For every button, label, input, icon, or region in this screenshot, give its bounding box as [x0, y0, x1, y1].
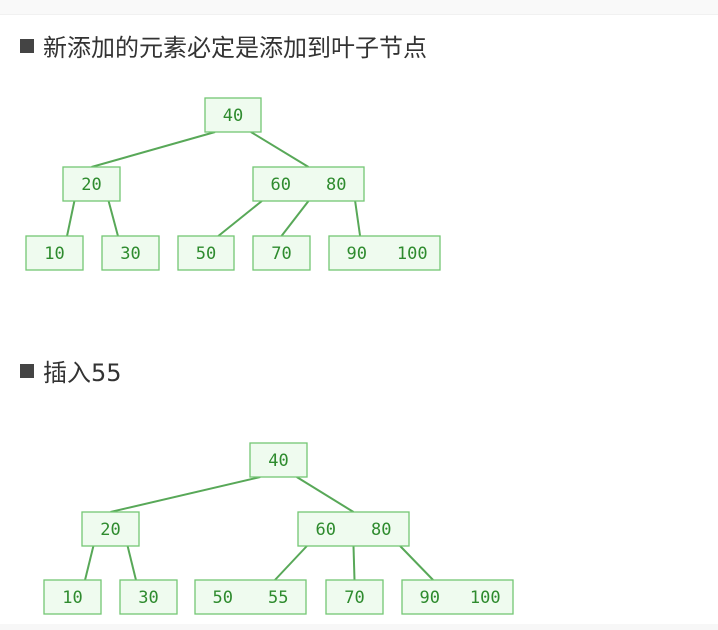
tree-node: 20 [62, 166, 121, 202]
tree-node: 40 [249, 442, 308, 478]
node-key: 50 [196, 244, 216, 264]
tree-edge [399, 545, 434, 581]
node-box [252, 235, 311, 271]
tree-node: 70 [252, 235, 311, 271]
node-key: 60 [271, 175, 291, 195]
square-bullet-icon [20, 38, 34, 53]
node-box [325, 579, 384, 615]
tree-node: 60 80 [252, 166, 365, 202]
node-box [204, 97, 262, 133]
tree-edge [91, 131, 216, 168]
node-key: 30 [120, 244, 140, 264]
node-box [252, 166, 365, 202]
tree-node: 90 100 [401, 579, 514, 615]
node-key: 80 [326, 175, 346, 195]
btree-1: 40 20 60 80 10 30 50 70 90 100 [25, 97, 441, 271]
node-key: 50 [213, 588, 233, 608]
node-box [249, 442, 308, 478]
tree-node: 60 80 [297, 511, 410, 547]
node-box [401, 579, 514, 615]
tree-node: 20 [81, 511, 140, 547]
heading-text: 插入55 [43, 359, 122, 387]
tree-edge [280, 200, 310, 237]
tree-node: 90 100 [328, 235, 441, 271]
square-bullet-icon [20, 363, 34, 378]
heading-text: 新添加的元素必定是添加到叶子节点 [43, 34, 427, 62]
node-key: 100 [397, 244, 428, 264]
bottom-divider [0, 624, 718, 630]
tree-node: 10 [43, 579, 102, 615]
tree-edge [250, 131, 310, 168]
node-box [194, 579, 307, 615]
btree-2: 40 20 60 80 10 30 50 55 70 90 100 [43, 442, 514, 615]
node-key: 20 [100, 520, 120, 540]
node-key: 20 [81, 175, 101, 195]
tree-node: 30 [119, 579, 178, 615]
node-box [177, 235, 235, 271]
node-box [62, 166, 121, 202]
tree-node: 40 [204, 97, 262, 133]
tree-node: 30 [101, 235, 160, 271]
tree-node: 50 [177, 235, 235, 271]
top-divider [0, 0, 718, 15]
node-box [297, 511, 410, 547]
tree-edge [84, 545, 95, 581]
node-key: 10 [62, 588, 82, 608]
node-key: 80 [371, 520, 391, 540]
node-box [43, 579, 102, 615]
node-key: 10 [44, 244, 64, 264]
node-box [119, 579, 178, 615]
node-key: 55 [268, 588, 288, 608]
tree-edge [110, 476, 261, 513]
node-key: 40 [268, 451, 288, 471]
node-box [25, 235, 84, 271]
node-key: 100 [470, 588, 501, 608]
tree-node: 10 [25, 235, 84, 271]
node-box [81, 511, 140, 547]
node-box [328, 235, 441, 271]
section-heading-insert-55: 插入55 [20, 353, 122, 388]
tree-edge [217, 200, 263, 237]
tree-edge [66, 200, 76, 237]
tree-edge [296, 476, 355, 513]
tree-node: 70 [325, 579, 384, 615]
node-key: 60 [316, 520, 336, 540]
tree-edge [107, 200, 119, 237]
node-key: 40 [223, 106, 243, 126]
tree-edge [126, 545, 137, 581]
tree-node: 50 55 [194, 579, 307, 615]
node-key: 90 [347, 244, 367, 264]
node-box [101, 235, 160, 271]
node-key: 90 [420, 588, 440, 608]
tree-edge [354, 200, 362, 237]
tree-edge [274, 545, 308, 581]
section-heading-leaf-insertion: 新添加的元素必定是添加到叶子节点 [20, 28, 427, 63]
node-key: 70 [344, 588, 364, 608]
node-key: 70 [271, 244, 291, 264]
node-key: 30 [138, 588, 158, 608]
tree-edge [352, 545, 356, 581]
